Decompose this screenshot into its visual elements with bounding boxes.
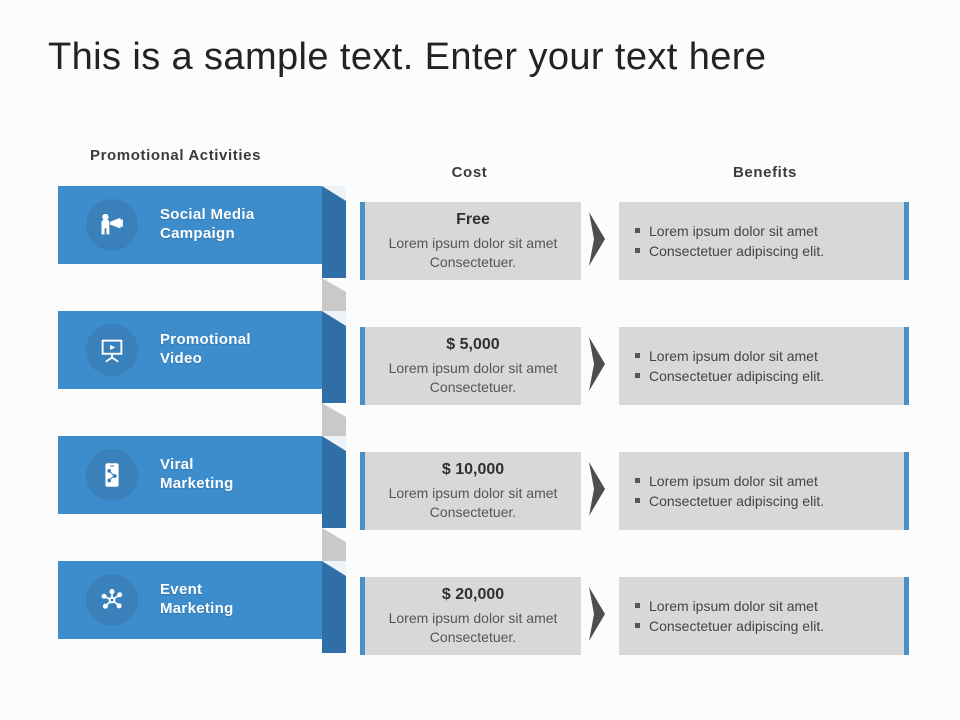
- activity-label-line1: Viral: [160, 456, 194, 474]
- benefits-list: Lorem ipsum dolor sit amet Consectetuer …: [619, 471, 824, 512]
- cost-description: Lorem ipsum dolor sit amet Consectetuer.: [388, 485, 558, 521]
- activity-label-line1: Event: [160, 581, 203, 599]
- column-header-benefits: Benefits: [733, 164, 797, 181]
- list-item: Lorem ipsum dolor sit amet: [634, 596, 824, 616]
- benefits-box: Lorem ipsum dolor sit amet Consectetuer …: [619, 202, 909, 280]
- mobile-network-icon: [86, 449, 138, 501]
- benefits-box: Lorem ipsum dolor sit amet Consectetuer …: [619, 577, 909, 655]
- chevron-right-icon: [589, 212, 605, 266]
- activity-bar-event-marketing[interactable]: Event Marketing: [58, 561, 322, 639]
- chevron-right-icon: [589, 462, 605, 516]
- list-item: Consectetuer adipiscing elit.: [634, 616, 824, 636]
- activity-bar-social-media[interactable]: Social Media Campaign: [58, 186, 322, 264]
- cost-box: Free Lorem ipsum dolor sit amet Consecte…: [360, 202, 581, 280]
- activity-label-line2: Campaign: [160, 225, 235, 242]
- list-item: Consectetuer adipiscing elit.: [634, 366, 824, 386]
- activity-label: Viral Marketing: [160, 456, 234, 494]
- list-item: Lorem ipsum dolor sit amet: [634, 221, 824, 241]
- activity-label-line1: Promotional: [160, 331, 251, 349]
- cost-value: $ 20,000: [441, 586, 505, 603]
- bar-3d-side: [322, 186, 346, 278]
- column-header-activities: Promotional Activities: [90, 147, 262, 164]
- cost-box: $ 5,000 Lorem ipsum dolor sit amet Conse…: [360, 327, 581, 405]
- page-title: This is a sample text. Enter your text h…: [48, 36, 767, 78]
- table-row: Viral Marketing $ 10,000 Lorem ipsum dol…: [0, 436, 960, 561]
- bar-3d-side: [322, 561, 346, 653]
- benefits-box: Lorem ipsum dolor sit amet Consectetuer …: [619, 327, 909, 405]
- activity-label: Promotional Video: [160, 331, 251, 369]
- activity-label-line1: Social Media: [160, 206, 255, 224]
- chevron-right-icon: [589, 337, 605, 391]
- megaphone-person-icon: [86, 199, 138, 251]
- cost-description: Lorem ipsum dolor sit amet Consectetuer.: [388, 360, 558, 396]
- activity-label-line2: Marketing: [160, 600, 234, 617]
- cost-box: $ 10,000 Lorem ipsum dolor sit amet Cons…: [360, 452, 581, 530]
- cost-description: Lorem ipsum dolor sit amet Consectetuer.: [388, 235, 558, 271]
- presentation-play-icon: [86, 324, 138, 376]
- hub-nodes-icon: [86, 574, 138, 626]
- cost-value: $ 5,000: [446, 336, 500, 353]
- column-header-cost: Cost: [451, 164, 488, 181]
- table-row: Social Media Campaign Free Lorem ipsum d…: [0, 186, 960, 311]
- chevron-right-icon: [589, 587, 605, 641]
- activity-label: Event Marketing: [160, 581, 234, 619]
- list-item: Lorem ipsum dolor sit amet: [634, 471, 824, 491]
- cost-description: Lorem ipsum dolor sit amet Consectetuer.: [388, 610, 558, 646]
- benefits-box: Lorem ipsum dolor sit amet Consectetuer …: [619, 452, 909, 530]
- cost-box: $ 20,000 Lorem ipsum dolor sit amet Cons…: [360, 577, 581, 655]
- bar-connector-riser: [322, 403, 346, 436]
- bar-3d-side: [322, 436, 346, 528]
- activity-bar-promotional-video[interactable]: Promotional Video: [58, 311, 322, 389]
- bar-connector-riser: [322, 528, 346, 561]
- table-row: Event Marketing $ 20,000 Lorem ipsum dol…: [0, 561, 960, 655]
- table-row: Promotional Video $ 5,000 Lorem ipsum do…: [0, 311, 960, 436]
- bar-3d-side: [322, 311, 346, 403]
- benefits-list: Lorem ipsum dolor sit amet Consectetuer …: [619, 346, 824, 387]
- cost-value: Free: [456, 211, 490, 228]
- cost-value: $ 10,000: [441, 461, 505, 478]
- activity-label-line2: Marketing: [160, 475, 234, 492]
- benefits-list: Lorem ipsum dolor sit amet Consectetuer …: [619, 596, 824, 637]
- benefits-list: Lorem ipsum dolor sit amet Consectetuer …: [619, 221, 824, 262]
- activity-bar-viral-marketing[interactable]: Viral Marketing: [58, 436, 322, 514]
- list-item: Consectetuer adipiscing elit.: [634, 491, 824, 511]
- bar-connector-riser: [322, 278, 346, 311]
- activity-label-line2: Video: [160, 350, 203, 367]
- list-item: Lorem ipsum dolor sit amet: [634, 346, 824, 366]
- list-item: Consectetuer adipiscing elit.: [634, 241, 824, 261]
- activity-label: Social Media Campaign: [160, 206, 254, 244]
